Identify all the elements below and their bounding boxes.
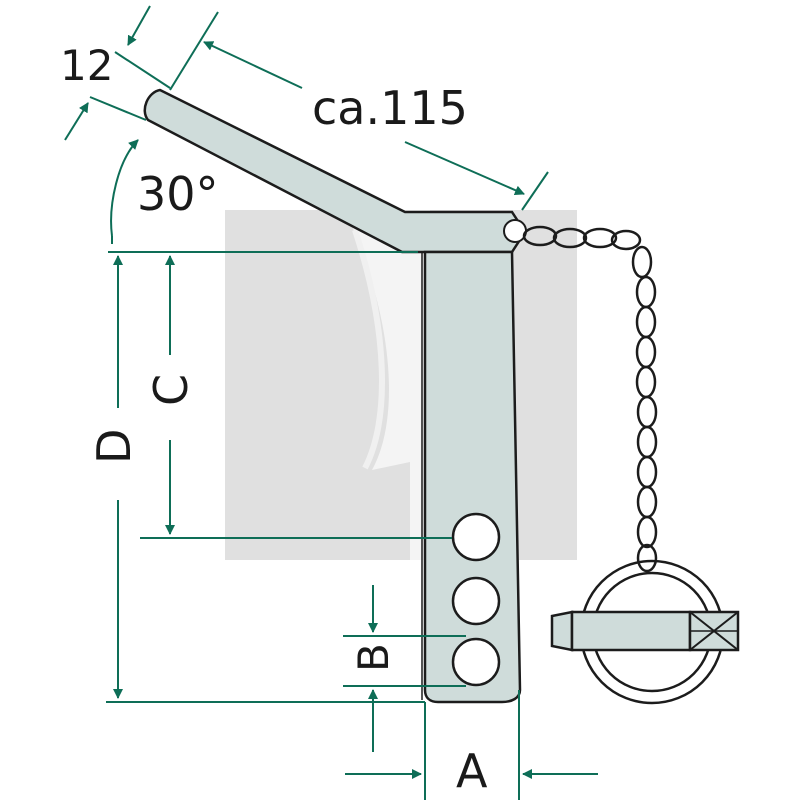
- dim-c-label: C: [144, 374, 198, 406]
- linch-pin: [143, 88, 527, 704]
- watermark: [225, 210, 577, 560]
- ring-pin-tip: [550, 610, 574, 652]
- dim-b-label: B: [349, 643, 398, 672]
- hole-3: [451, 637, 501, 687]
- hole-1: [451, 512, 501, 562]
- angle-label: 30°: [137, 167, 219, 221]
- dimension-lines: [64, 5, 598, 800]
- ring-pin-shaft: [570, 610, 692, 652]
- dim-d-label: D: [87, 429, 141, 464]
- retaining-ring: [550, 559, 740, 705]
- dim-a-label: A: [456, 744, 488, 798]
- hole-2: [451, 576, 501, 626]
- pin-shank: [423, 250, 522, 704]
- length-label: ca.115: [312, 81, 468, 135]
- thickness-label: 12: [60, 41, 113, 90]
- chain: [522, 225, 658, 573]
- eye-hole: [503, 219, 527, 243]
